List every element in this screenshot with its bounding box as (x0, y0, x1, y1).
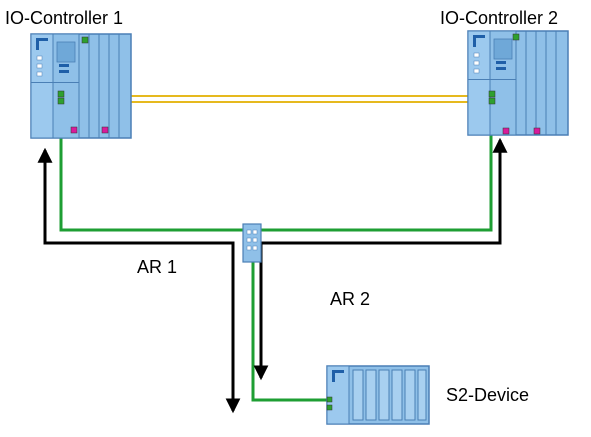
ar-1-arrow (37, 147, 241, 414)
io-device-rack-icon (326, 365, 430, 425)
network-switch-icon (242, 223, 262, 263)
ar-arrows (37, 137, 508, 414)
ar-2-label: AR 2 (330, 289, 370, 309)
ar-1-label: AR 1 (137, 257, 177, 277)
controller-sync-link (131, 95, 468, 103)
plc-rack-icon (467, 30, 569, 136)
controller-1-label: IO-Controller 1 (5, 8, 123, 28)
device-label: S2-Device (446, 385, 529, 405)
plc-rack-icon (30, 33, 132, 139)
ar-2-arrow (253, 137, 508, 381)
network-cables (59, 103, 493, 402)
controller-2-label: IO-Controller 2 (440, 8, 558, 28)
